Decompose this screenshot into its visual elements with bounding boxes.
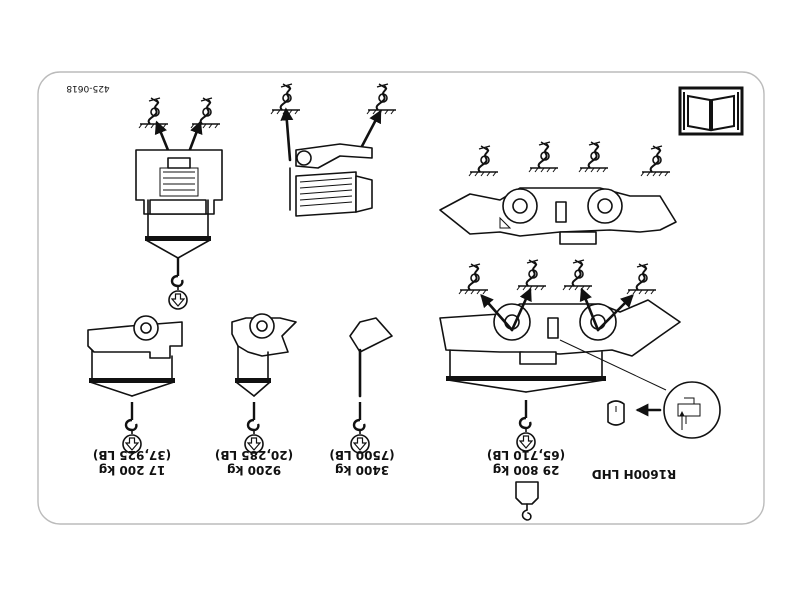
decal-border: [37, 71, 765, 525]
lift-point-detail: [663, 381, 721, 439]
tie-down-icon: [578, 141, 609, 173]
tie-down-icon: [562, 259, 593, 291]
hook-icon: [515, 398, 537, 453]
weight-lb-text: (7500 LB): [329, 448, 394, 462]
part-number-label: 425-0618: [66, 83, 110, 93]
weight-lb-text: (37,925 LB): [93, 448, 171, 462]
part-number-text: 425-0618: [66, 83, 110, 93]
hook-icon: [349, 400, 371, 455]
hook-icon: [243, 400, 265, 455]
hook-icon: [167, 256, 189, 311]
weight-kg-text: 3400 kg: [335, 463, 389, 477]
tie-down-icon: [516, 259, 547, 291]
weight-label-bucket: 3400 kg (7500 LB): [329, 448, 394, 477]
tie-down-icon: [528, 141, 559, 173]
front-frame-perspective: [270, 83, 397, 217]
tie-down-icon: [468, 145, 499, 177]
model-label: R1600H LHD: [592, 467, 677, 481]
rear-frame-side-view: [87, 315, 183, 455]
weight-kg-text: 9200 kg: [227, 463, 281, 477]
tie-down-icon: [626, 263, 657, 295]
model-text: R1600H LHD: [592, 467, 677, 481]
machine-tie-down-view: [439, 141, 677, 245]
tie-down-icon: [458, 263, 489, 295]
tag-icon: [607, 400, 625, 426]
weight-label-front-frame: 9200 kg (20,285 LB): [215, 448, 293, 477]
tie-down-icon: [138, 97, 169, 129]
front-frame-side-view: [231, 313, 297, 455]
bucket-side-view: [349, 317, 393, 455]
weight-label-rear-frame: 17 200 kg (37,925 LB): [93, 448, 171, 477]
tie-down-icon: [640, 145, 671, 177]
machine-lifting-view: [439, 259, 721, 453]
rear-frame-end-view: [135, 97, 223, 311]
weight-label-machine: 29 800 kg (65,710 LB): [487, 448, 565, 477]
hook-icon: [121, 400, 143, 455]
tie-down-icon: [366, 83, 397, 115]
weight-lb-text: (65,710 LB): [487, 448, 565, 462]
weight-lb-text: (20,285 LB): [215, 448, 293, 462]
counterweight-icon: [515, 481, 539, 521]
tie-down-icon: [190, 97, 221, 129]
weight-kg-text: 17 200 kg: [99, 463, 166, 477]
weight-kg-text: 29 800 kg: [493, 463, 560, 477]
manual-book-icon: [678, 86, 744, 136]
